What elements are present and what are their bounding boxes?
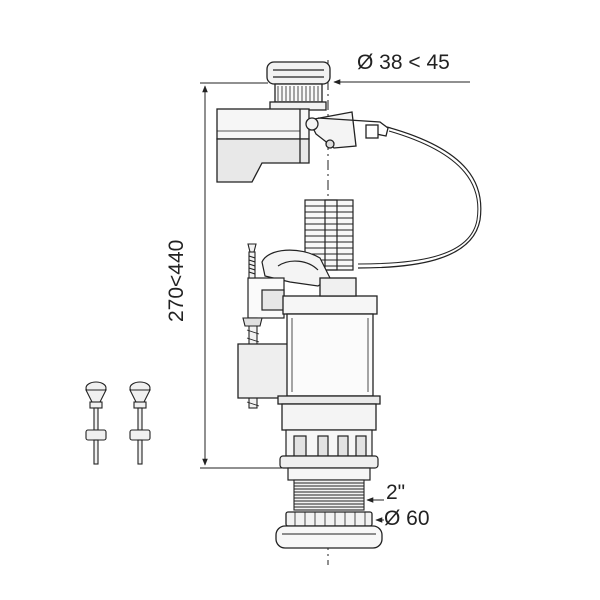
push-button-cap xyxy=(266,61,331,103)
fixing-bolt-right xyxy=(129,381,151,465)
top-diameter-label: Ø 38 < 45 xyxy=(357,51,450,74)
release-cable xyxy=(357,126,482,269)
height-dimension xyxy=(200,82,285,469)
thread-size-label: 2" xyxy=(386,481,406,504)
lever-arm xyxy=(305,111,389,149)
control-head-housing xyxy=(216,101,327,183)
adjuster-screw-upper xyxy=(247,243,257,279)
valve-body xyxy=(277,277,381,431)
height-range-label: 270<440 xyxy=(165,239,188,322)
threaded-shank xyxy=(293,479,365,511)
intake-cage xyxy=(279,429,379,481)
bottom-diameter-label: Ø 60 xyxy=(384,507,430,530)
fixing-bolt-left xyxy=(85,381,107,465)
float-valve-assembly xyxy=(247,249,331,319)
base-nut xyxy=(275,511,383,549)
